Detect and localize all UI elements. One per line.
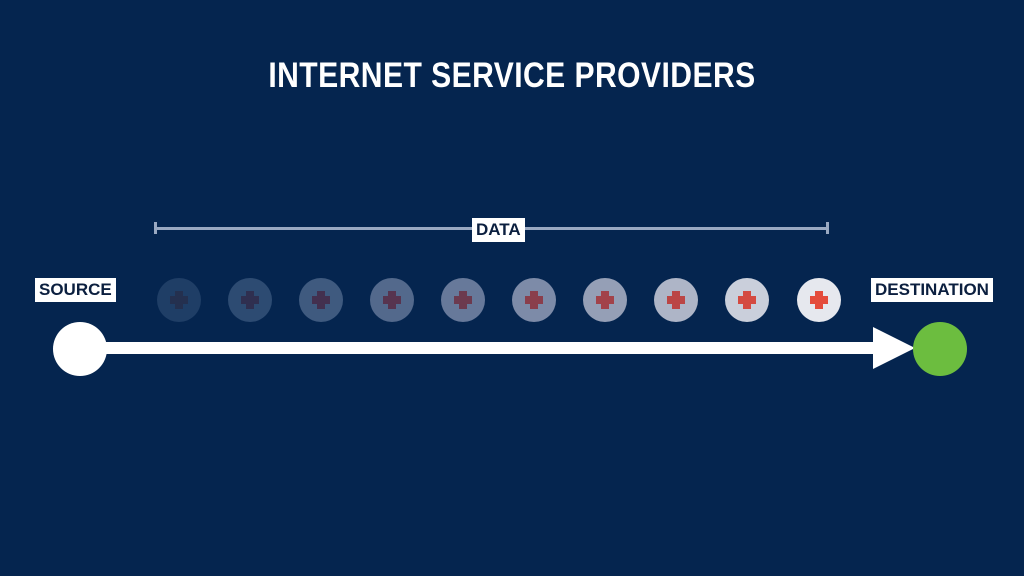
data-packet bbox=[797, 278, 841, 322]
destination-node bbox=[913, 322, 967, 376]
plus-icon bbox=[388, 291, 396, 309]
data-packet bbox=[441, 278, 485, 322]
plus-icon bbox=[743, 291, 751, 309]
data-packet bbox=[370, 278, 414, 322]
data-label: DATA bbox=[472, 218, 525, 242]
data-packet bbox=[725, 278, 769, 322]
plus-icon bbox=[815, 291, 823, 309]
data-packet bbox=[583, 278, 627, 322]
plus-icon bbox=[672, 291, 680, 309]
plus-icon bbox=[530, 291, 538, 309]
plus-icon bbox=[601, 291, 609, 309]
source-node bbox=[53, 322, 107, 376]
data-packet bbox=[654, 278, 698, 322]
plus-icon bbox=[175, 291, 183, 309]
plus-icon bbox=[459, 291, 467, 309]
data-bracket-left-tick bbox=[154, 222, 157, 234]
page-title: INTERNET SERVICE PROVIDERS bbox=[268, 56, 756, 95]
plus-icon bbox=[246, 291, 254, 309]
arrow-head-icon bbox=[873, 327, 915, 369]
plus-icon bbox=[317, 291, 325, 309]
transfer-arrow-shaft bbox=[90, 342, 880, 354]
data-packet bbox=[157, 278, 201, 322]
source-label: SOURCE bbox=[35, 278, 116, 302]
destination-label: DESTINATION bbox=[871, 278, 993, 302]
data-packet bbox=[228, 278, 272, 322]
data-packet bbox=[512, 278, 556, 322]
data-bracket-right-tick bbox=[826, 222, 829, 234]
data-packet bbox=[299, 278, 343, 322]
